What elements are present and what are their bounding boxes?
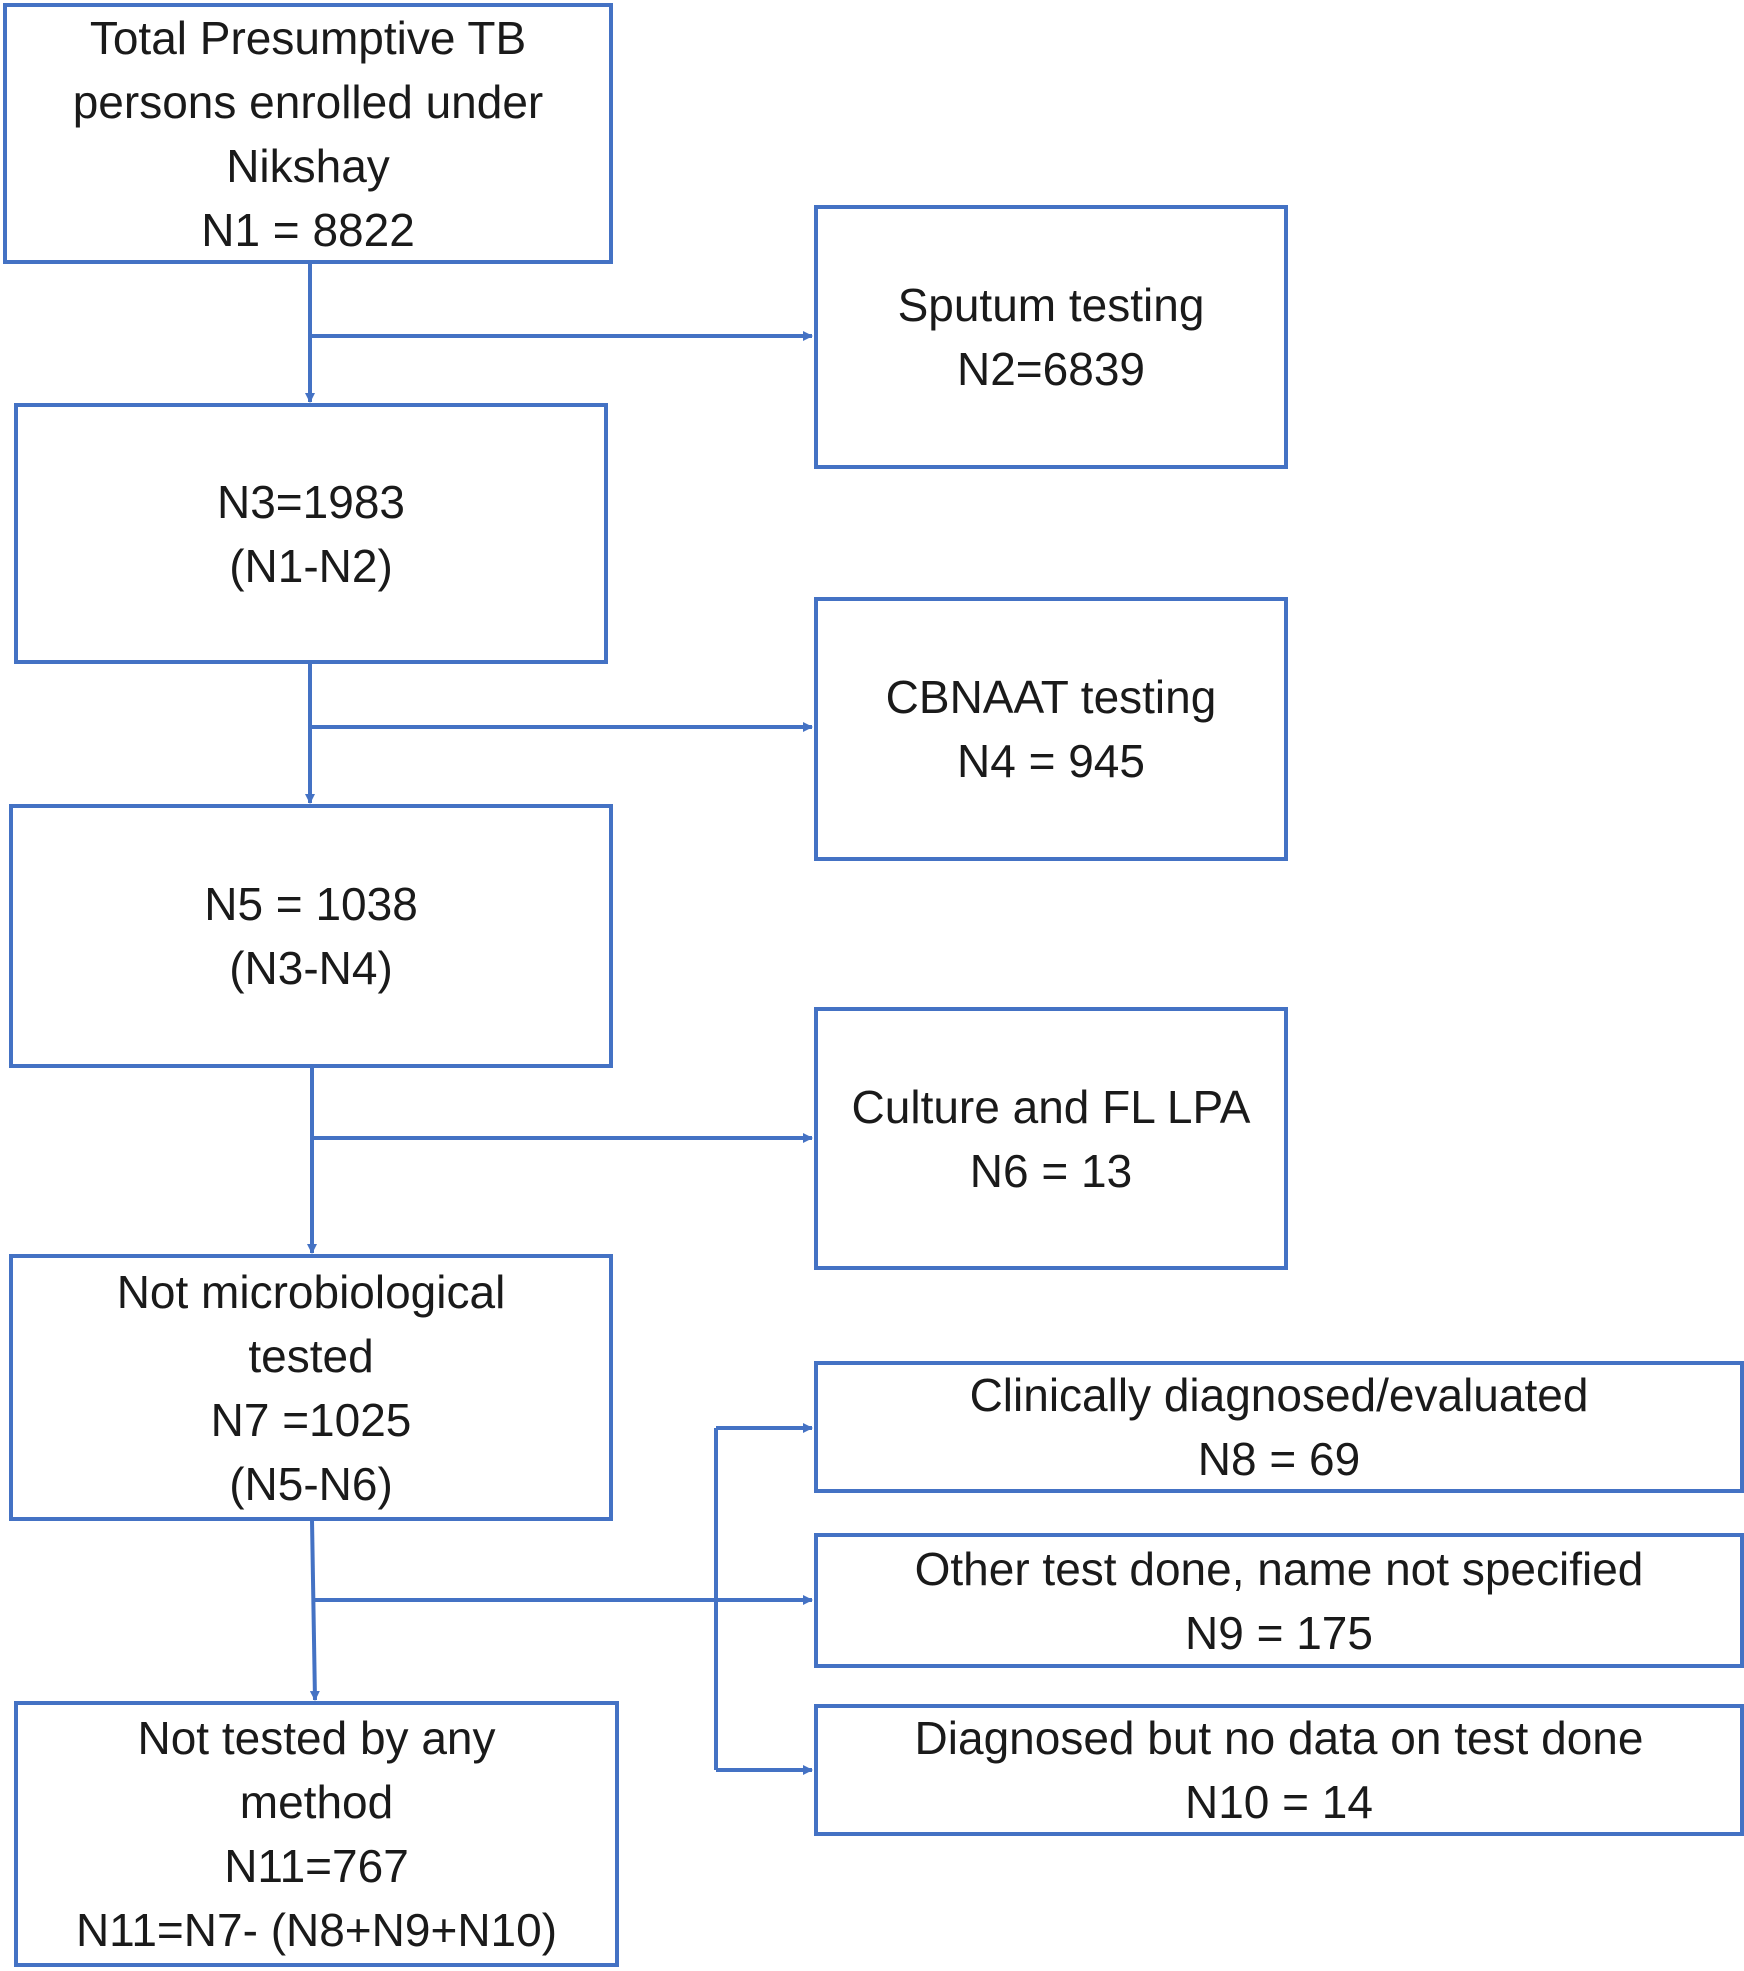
box-n1-total-presumptive: Total Presumptive TB persons enrolled un… (3, 3, 613, 264)
box-n5-line-2: (N3-N4) (229, 942, 393, 994)
box-n4-line-1: CBNAAT testing (885, 671, 1217, 723)
box-n4-cbnaat-testing: CBNAAT testing N4 = 945 (814, 597, 1288, 861)
box-n3: N3=1983 (N1-N2) (14, 403, 608, 664)
box-n11-line-2: method (239, 1776, 394, 1828)
box-n7-line-1: Not microbiological (116, 1265, 506, 1318)
box-n10-line-1: Diagnosed but no data on test done (914, 1712, 1644, 1764)
box-n5: N5 = 1038 (N3-N4) (9, 804, 613, 1068)
box-n7-line-3: N7 =1025 (210, 1393, 412, 1446)
box-n5-line-1: N5 = 1038 (204, 878, 418, 930)
box-n2-sputum-testing: Sputum testing N2=6839 (814, 205, 1288, 469)
box-n6-culture-fl-lpa: Culture and FL LPA N6 = 13 (814, 1007, 1288, 1270)
box-n4-line-2: N4 = 945 (957, 735, 1145, 787)
box-n2-line-1: Sputum testing (897, 279, 1205, 331)
box-n11-line-1: Not tested by any (137, 1712, 496, 1764)
box-n7-line-4: (N5-N6) (229, 1457, 393, 1510)
box-n11-line-4: N11=N7- (N8+N9+N10) (75, 1904, 558, 1956)
box-n11-line-3: N11=767 (224, 1840, 409, 1892)
box-n9-line-2: N9 = 175 (1185, 1606, 1373, 1659)
box-n3-line-1: N3=1983 (217, 475, 405, 528)
connector-n7-n11 (309, 1519, 320, 1701)
box-n3-line-2: (N1-N2) (229, 539, 393, 592)
box-n10-line-2: N10 = 14 (1185, 1776, 1373, 1828)
box-n9-line-1: Other test done, name not specified (914, 1542, 1644, 1595)
box-n7-line-2: tested (248, 1329, 374, 1382)
box-n9-other-test-done: Other test done, name not specified N9 =… (814, 1533, 1744, 1668)
box-n7-not-microbiological-tested: Not microbiological tested N7 =1025 (N5-… (9, 1254, 613, 1521)
box-n11-not-tested: Not tested by any method N11=767 N11=N7-… (14, 1701, 619, 1967)
box-n8-clinically-diagnosed: Clinically diagnosed/evaluated N8 = 69 (814, 1361, 1744, 1493)
box-n6-line-1: Culture and FL LPA (851, 1080, 1251, 1133)
box-n1-line-1: Total Presumptive TB (89, 11, 527, 64)
box-n1-line-4: N1 = 8822 (201, 203, 415, 256)
box-n2-line-2: N2=6839 (957, 343, 1145, 395)
box-n8-line-1: Clinically diagnosed/evaluated (969, 1369, 1589, 1421)
box-n6-line-2: N6 = 13 (969, 1144, 1133, 1197)
box-n10-diagnosed-no-data: Diagnosed but no data on test done N10 =… (814, 1704, 1744, 1836)
box-n1-line-3: Nikshay (226, 139, 390, 192)
box-n1-line-2: persons enrolled under (72, 75, 544, 128)
box-n8-line-2: N8 = 69 (1197, 1433, 1361, 1485)
